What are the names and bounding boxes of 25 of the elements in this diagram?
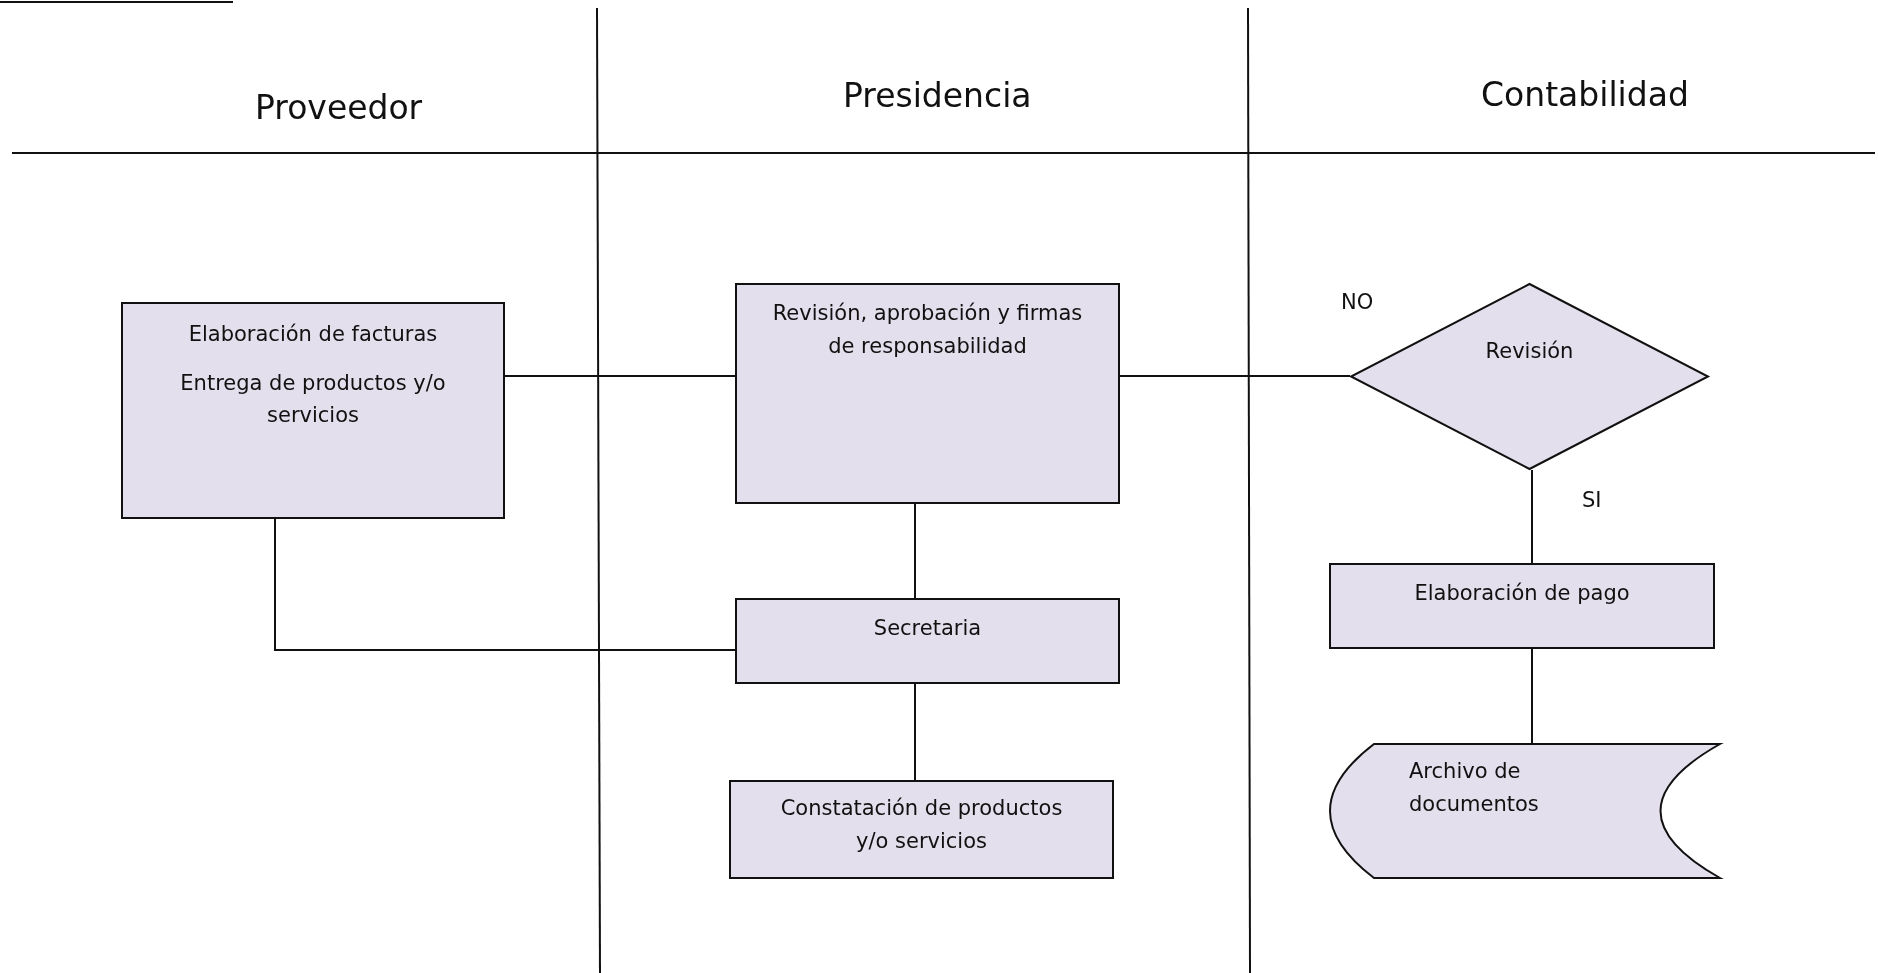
lane-heading: Contabilidad xyxy=(1481,75,1689,114)
node-text: Entrega de productos y/o servicios xyxy=(179,369,447,430)
connector-line xyxy=(1531,648,1533,744)
connector-line xyxy=(914,503,916,599)
node-text: Elaboración de pago xyxy=(1414,580,1630,607)
branch-label: SI xyxy=(1582,488,1602,512)
connector-line xyxy=(914,683,916,781)
node-text: Revisión, aprobación y firmas de responsabilidad xyxy=(771,300,1084,360)
node-text: Secretaria xyxy=(873,615,982,642)
connector-line xyxy=(1531,469,1533,564)
connector-line xyxy=(274,518,736,651)
process-box xyxy=(121,302,505,519)
process-box xyxy=(735,283,1120,504)
process-box xyxy=(735,598,1120,684)
lane-heading: Proveedor xyxy=(255,88,423,127)
node-text: Elaboración de facturas xyxy=(188,321,438,348)
lane-heading: Presidencia xyxy=(843,76,1032,115)
connector-line xyxy=(504,375,736,377)
process-box xyxy=(1329,563,1715,649)
node-text: Archivo de documentos xyxy=(1409,758,1540,818)
node-text: Constatación de productos y/o servicios xyxy=(779,795,1064,855)
branch-label: NO xyxy=(1341,290,1374,314)
process-box xyxy=(729,780,1114,879)
connector-line xyxy=(1119,375,1351,377)
node-text: Revisión xyxy=(1485,338,1574,365)
